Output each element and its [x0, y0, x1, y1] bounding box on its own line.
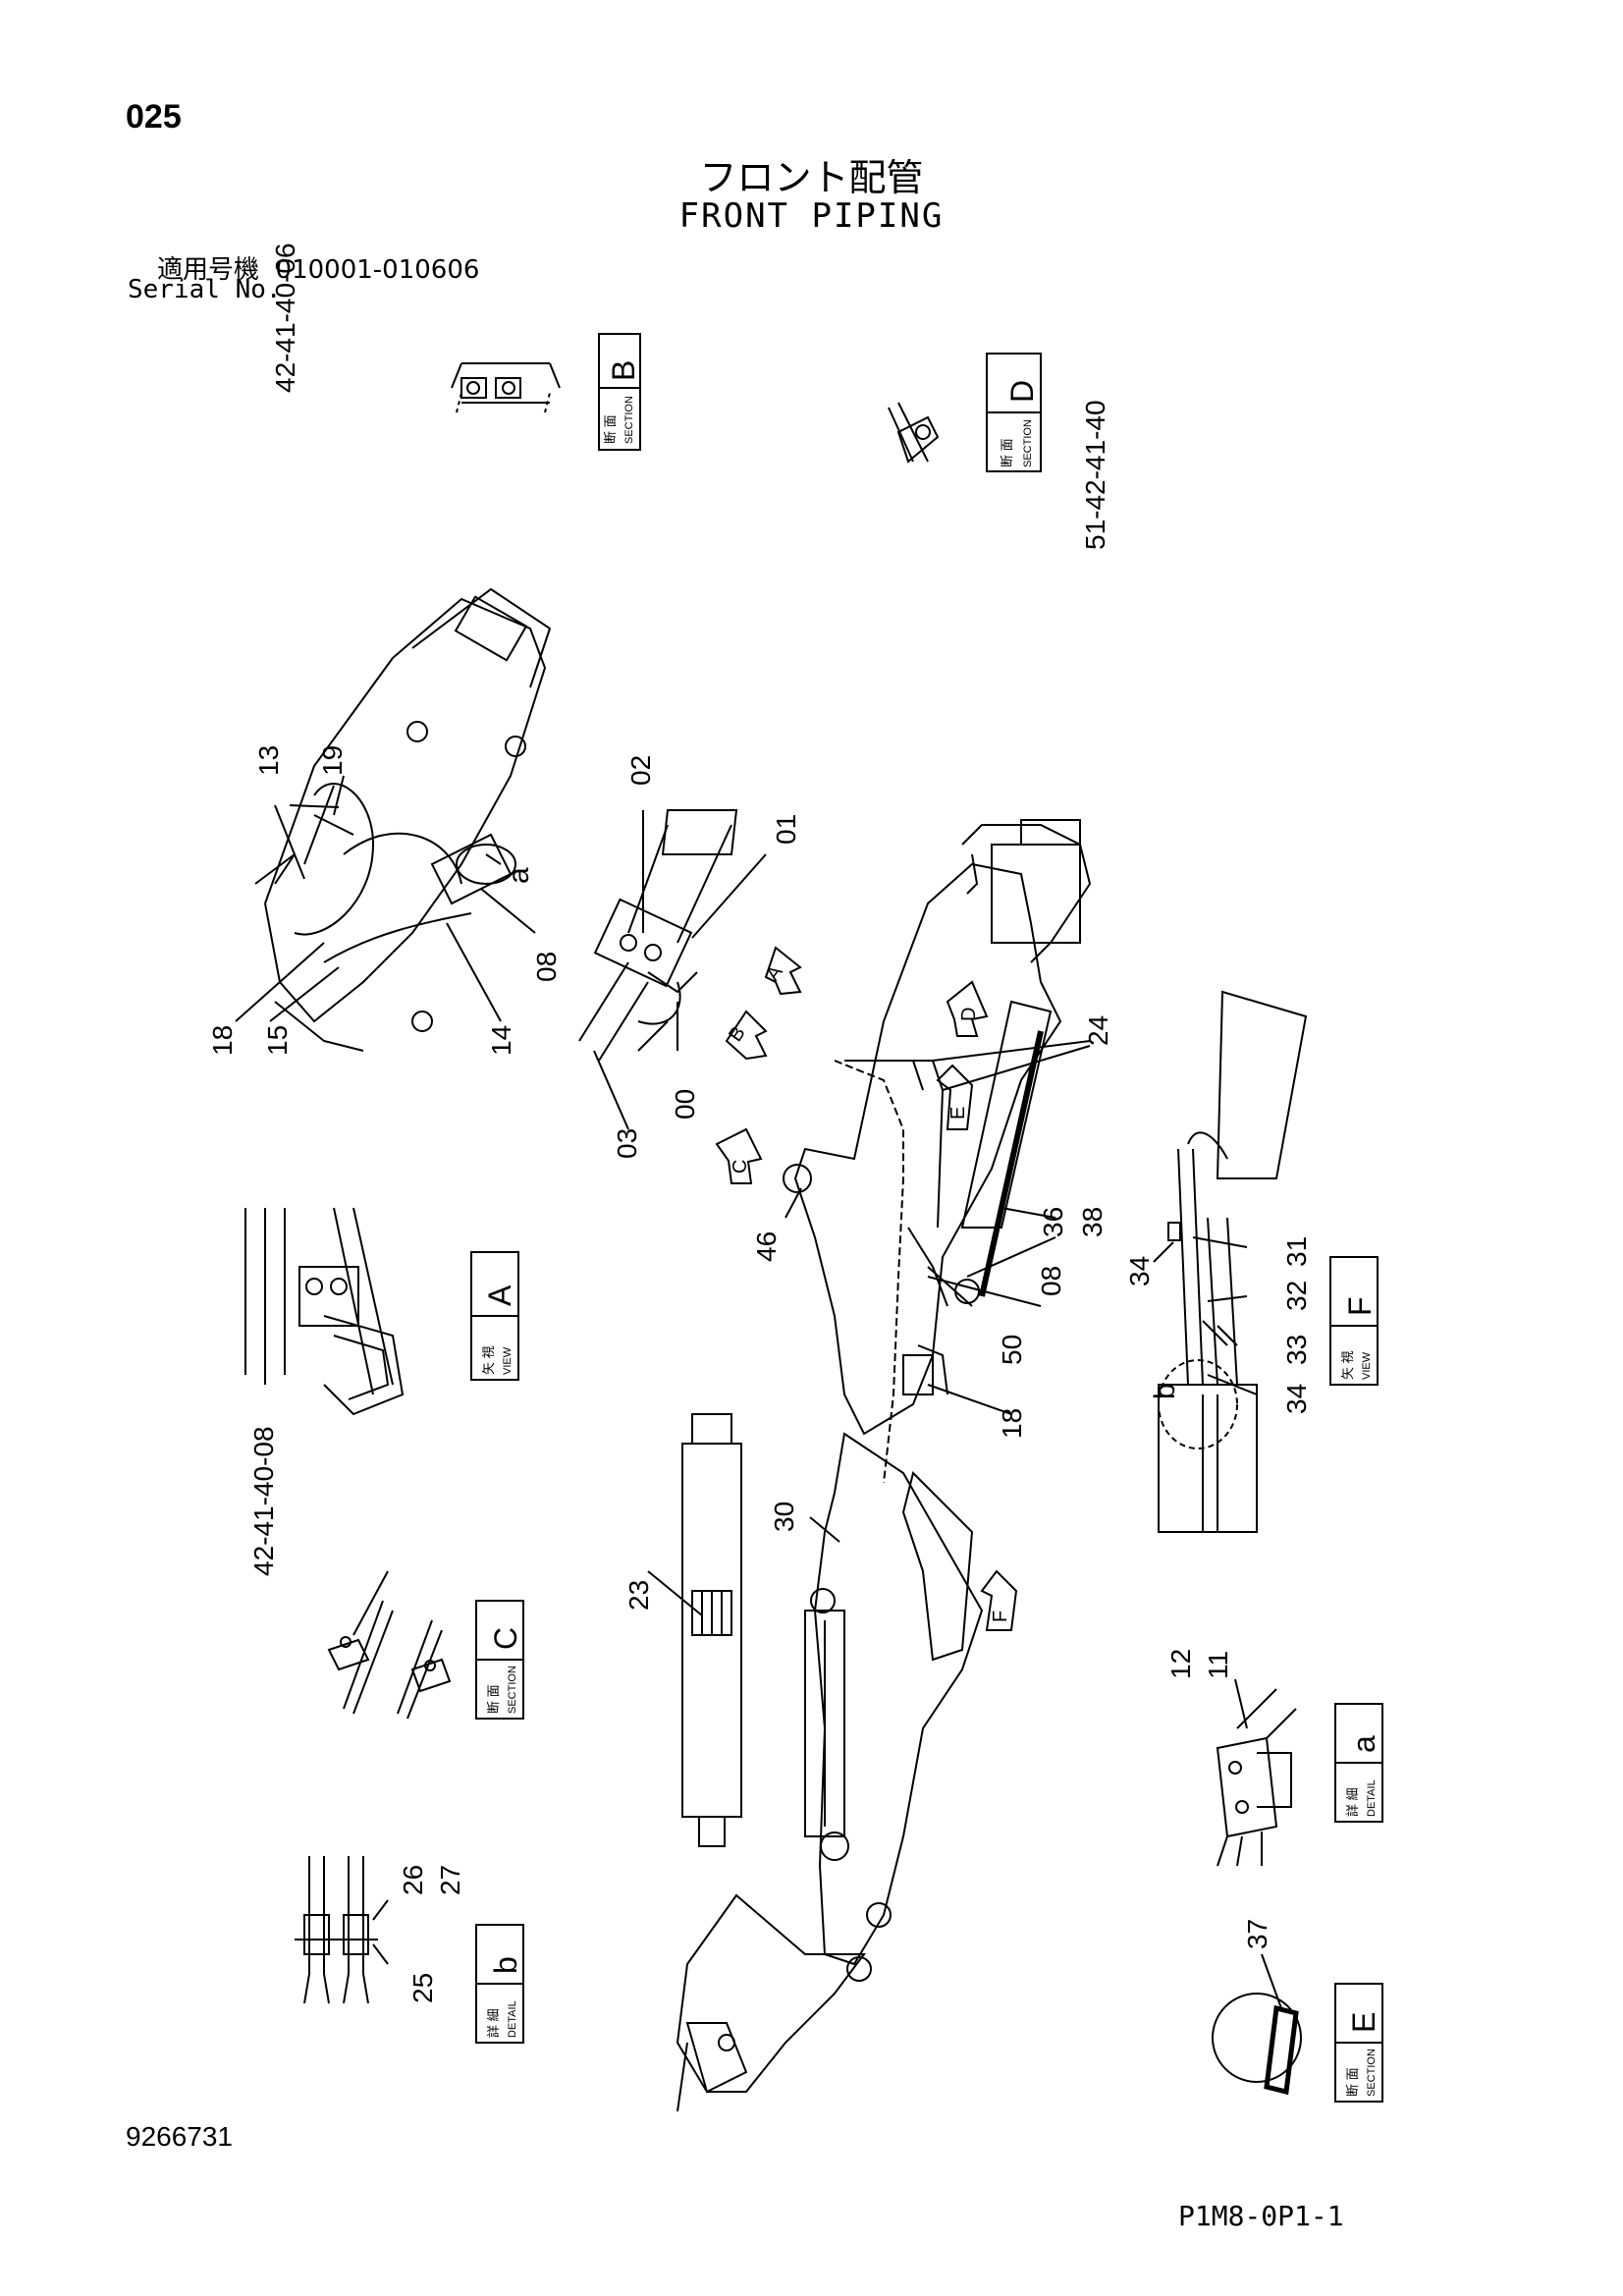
boom-foot-detail: 13 19 18 15 14 08 a — [207, 587, 562, 1056]
view-c-en: SECTION — [507, 1666, 518, 1714]
arrow-label-e: E — [947, 1107, 969, 1120]
label-08b: 08 — [1036, 1266, 1066, 1296]
view-b-jp: 断 面 — [603, 414, 618, 444]
label-34a: 34 — [1124, 1256, 1155, 1286]
view-f-group: 34 31 32 33 34 b VIEW 矢 視 F — [1124, 990, 1379, 1533]
view-a-group: VIEW 矢 視 A — [244, 1207, 519, 1416]
arrow-label-f: F — [990, 1611, 1011, 1622]
label-00: 00 — [670, 1089, 700, 1120]
label-b: b — [1149, 1383, 1181, 1399]
view-f-en: VIEW — [1361, 1351, 1373, 1380]
label-23: 23 — [623, 1580, 654, 1611]
label-11: 11 — [1203, 1651, 1233, 1679]
arm-cylinder-detail: 23 — [623, 1413, 742, 1847]
page-title-jp: フロント配管 — [699, 156, 924, 199]
view-d-letter: D — [1004, 380, 1040, 403]
label-34b: 34 — [1281, 1384, 1312, 1414]
label-18b: 18 — [997, 1408, 1027, 1439]
label-03: 03 — [612, 1128, 642, 1159]
section-c-group: 42-41-40-08 SECTION 断 面 C — [248, 1426, 524, 1720]
section-b-group: 42-41-40-06 SECTION 断 面 B — [270, 243, 641, 451]
view-e-letter: E — [1346, 2012, 1381, 2033]
view-a-en: VIEW — [502, 1346, 514, 1375]
view-arrows-ab: A B — [725, 946, 802, 1061]
view-d-jp: 断 面 — [1000, 438, 1014, 467]
detail-a-group: 12 11 DETAIL 詳 細 a — [1165, 1649, 1383, 1867]
section-e-group: 37 SECTION 断 面 E — [1212, 1919, 1383, 2103]
view-bdetail-en: DETAIL — [507, 2000, 518, 2038]
label-12: 12 — [1165, 1649, 1196, 1679]
serial-line: 適用号機 010001-010606 — [157, 249, 479, 286]
label-18: 18 — [207, 1025, 238, 1056]
view-adetail-en: DETAIL — [1366, 1779, 1378, 1817]
label-14: 14 — [486, 1025, 516, 1056]
label-46: 46 — [751, 1231, 782, 1262]
serial-label-en: Serial No. — [128, 275, 282, 304]
page-number: 025 — [126, 98, 182, 136]
label-37: 37 — [1242, 1919, 1272, 1949]
label-01: 01 — [771, 814, 801, 845]
view-e-en: SECTION — [1366, 2049, 1378, 2097]
label-36: 36 — [1038, 1207, 1068, 1237]
view-e-jp: 断 面 — [1345, 2067, 1360, 2097]
arrow-label-c: C — [730, 1160, 751, 1174]
callout-b: 42-41-40-06 — [270, 243, 300, 393]
label-a: a — [503, 867, 535, 884]
label-26: 26 — [398, 1865, 428, 1895]
view-a-letter: A — [482, 1285, 517, 1306]
label-30: 30 — [769, 1502, 799, 1532]
label-27: 27 — [435, 1865, 465, 1895]
view-adetail-jp: 詳 細 — [1345, 1787, 1360, 1817]
view-b-letter: B — [606, 360, 641, 381]
label-33: 33 — [1281, 1335, 1312, 1365]
view-bdetail-letter: b — [488, 1956, 523, 1974]
view-f-jp: 矢 視 — [1340, 1350, 1355, 1380]
label-25: 25 — [407, 1973, 438, 2003]
view-d-en: SECTION — [1022, 419, 1034, 467]
arrow-label-d: D — [958, 1008, 980, 1021]
label-19: 19 — [317, 745, 348, 776]
label-38: 38 — [1077, 1207, 1108, 1237]
serial-label-jp: 適用号機 — [157, 255, 260, 285]
label-15: 15 — [262, 1025, 293, 1056]
view-c-jp: 断 面 — [486, 1684, 501, 1714]
valve-detail: 02 01 00 03 — [578, 755, 801, 1159]
section-d-group: 51-42-41-40 SECTION 断 面 D — [888, 353, 1110, 550]
view-b-en: SECTION — [623, 396, 635, 444]
main-boom-assembly: 24 46 36 38 08 50 18 30 — [676, 819, 1113, 2112]
callout-c: 42-41-40-08 — [248, 1426, 279, 1576]
page-title-en: FRONT PIPING — [678, 196, 945, 236]
label-13: 13 — [253, 745, 284, 776]
label-31: 31 — [1281, 1236, 1312, 1267]
arrow-label-a: A — [762, 961, 787, 985]
view-arrows-cdef: C D E F — [715, 980, 1018, 1631]
label-32: 32 — [1281, 1281, 1312, 1311]
view-c-letter: C — [488, 1627, 523, 1650]
label-08a: 08 — [531, 952, 562, 982]
view-adetail-letter: a — [1346, 1735, 1381, 1753]
view-bdetail-jp: 詳 細 — [486, 2008, 501, 2038]
view-box-b — [598, 333, 641, 451]
label-24: 24 — [1083, 1015, 1113, 1046]
label-02: 02 — [625, 755, 656, 786]
doc-number: 9266731 — [126, 2121, 234, 2152]
detail-b-group: 26 27 25 DETAIL 詳 細 b — [295, 1856, 524, 2044]
view-a-jp: 矢 視 — [481, 1345, 496, 1375]
view-box-f — [1329, 1256, 1379, 1386]
view-f-letter: F — [1342, 1296, 1378, 1316]
callout-d: 51-42-41-40 — [1080, 400, 1110, 550]
label-50: 50 — [997, 1335, 1027, 1365]
serial-range: 010001-010606 — [275, 255, 480, 285]
page-code: P1M8-0P1-1 — [1178, 2200, 1344, 2232]
